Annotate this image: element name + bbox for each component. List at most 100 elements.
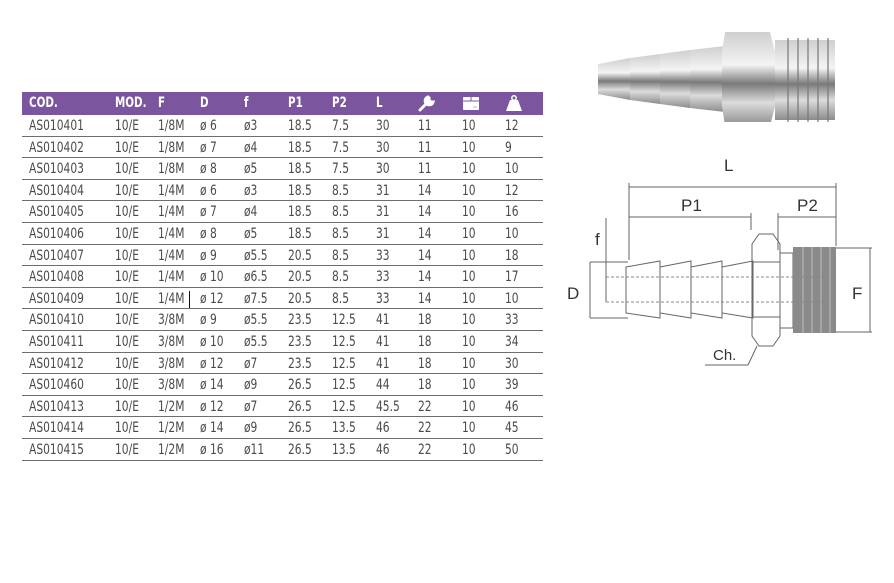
cell-f: ø9 (244, 377, 258, 394)
cell-f: ø4 (244, 139, 258, 156)
cell-f: ø11 (244, 441, 265, 458)
label-P2: P2 (797, 196, 818, 215)
cell-mod: 10/E (115, 398, 139, 415)
cell-P2: 8.5 (332, 269, 350, 286)
cell-D: ø 14 (200, 420, 224, 437)
cell-P2: 12.5 (332, 398, 356, 415)
col-header-P2: P2 (332, 95, 347, 111)
cell-box: 10 (462, 420, 476, 437)
cell-cod: AS010409 (29, 290, 84, 307)
cell-cod: AS010415 (29, 441, 84, 458)
cell-wrench: 14 (418, 290, 432, 307)
cell-L: 31 (376, 204, 390, 221)
product-photo (598, 32, 835, 122)
cell-L: 33 (376, 247, 390, 264)
cell-P2: 7.5 (332, 139, 350, 156)
cell-wrench: 18 (418, 312, 432, 329)
cell-mod: 10/E (115, 204, 139, 221)
cell-D: ø 9 (200, 312, 217, 329)
cell-mod: 10/E (115, 312, 139, 329)
weight-icon (506, 95, 522, 111)
cell-P1: 18.5 (288, 161, 312, 178)
label-F: F (852, 284, 863, 303)
cell-wrench: 22 (418, 441, 432, 458)
cell-P1: 18.5 (288, 182, 312, 199)
cell-P2: 12.5 (332, 333, 356, 350)
cell-D: ø 10 (200, 269, 224, 286)
cell-L: 30 (376, 161, 390, 178)
cell-f: ø7 (244, 398, 258, 415)
cell-P2: 13.5 (332, 420, 356, 437)
cell-box: 10 (462, 182, 476, 199)
cell-weight: 34 (505, 333, 519, 350)
cell-f: ø4 (244, 204, 258, 221)
cell-cod: AS010414 (29, 420, 84, 437)
cell-D: ø 8 (200, 161, 217, 178)
cell-weight: 10 (505, 161, 519, 178)
cell-weight: 17 (505, 269, 519, 286)
col-header-mod: MOD. (115, 95, 147, 111)
cell-cod: AS010404 (29, 182, 84, 199)
cell-P2: 12.5 (332, 355, 356, 372)
cell-D: ø 16 (200, 441, 224, 458)
cell-L: 41 (376, 355, 390, 372)
cell-mod: 10/E (115, 355, 139, 372)
cell-box: 10 (462, 225, 476, 242)
label-D: D (567, 284, 580, 303)
cell-box: 10 (462, 312, 476, 329)
cell-L: 33 (376, 269, 390, 286)
cell-f: ø5 (244, 161, 258, 178)
cell-box: 10 (462, 139, 476, 156)
cell-box: 10 (462, 441, 476, 458)
cell-mod: 10/E (115, 269, 139, 286)
cell-f: ø7.5 (244, 290, 268, 307)
cell-D: ø 12 (200, 398, 224, 415)
cell-L: 30 (376, 139, 390, 156)
cell-mod: 10/E (115, 420, 139, 437)
cell-F: 1/4M (158, 290, 185, 307)
cell-P1: 26.5 (288, 377, 312, 394)
cell-f: ø5.5 (244, 247, 268, 264)
cell-F: 1/2M (158, 441, 185, 458)
cell-box: 10 (462, 333, 476, 350)
cell-cod: AS010402 (29, 139, 84, 156)
col-header-L: L (376, 95, 383, 111)
cell-D: ø 14 (200, 377, 224, 394)
label-L: L (724, 156, 734, 175)
cell-D: ø 12 (200, 355, 224, 372)
cell-mod: 10/E (115, 225, 139, 242)
cell-P1: 26.5 (288, 441, 312, 458)
cell-P2: 7.5 (332, 161, 350, 178)
cell-F: 1/8M (158, 161, 185, 178)
cell-box: 10 (462, 204, 476, 221)
cell-f: ø3 (244, 182, 258, 199)
cell-wrench: 14 (418, 182, 432, 199)
cell-f: ø5.5 (244, 312, 268, 329)
cell-cod: AS010407 (29, 247, 84, 264)
cell-L: 45.5 (376, 398, 400, 415)
cell-weight: 33 (505, 312, 519, 329)
cell-F: 1/2M (158, 398, 185, 415)
col-header-cod: COD. (29, 95, 58, 111)
cell-f: ø5 (244, 225, 258, 242)
cell-mod: 10/E (115, 118, 139, 134)
cell-mod: 10/E (115, 182, 139, 199)
cell-P1: 18.5 (288, 139, 312, 156)
cell-P1: 20.5 (288, 269, 312, 286)
cell-f: ø3 (244, 118, 258, 134)
cell-cod: AS010405 (29, 204, 84, 221)
cell-P1: 26.5 (288, 398, 312, 415)
cell-cod: AS010408 (29, 269, 84, 286)
cell-P1: 23.5 (288, 312, 312, 329)
cell-P1: 26.5 (288, 420, 312, 437)
cell-weight: 39 (505, 377, 519, 394)
cell-P1: 18.5 (288, 204, 312, 221)
